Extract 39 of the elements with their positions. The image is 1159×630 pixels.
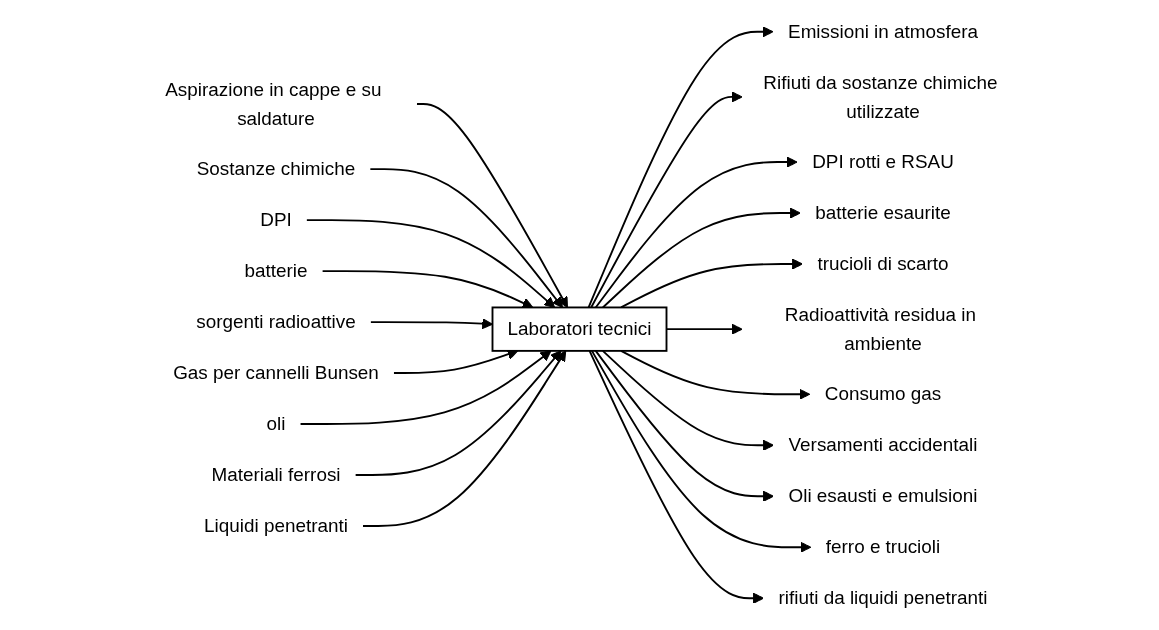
arrow (594, 156, 798, 309)
arrow (590, 91, 743, 309)
arrow (305, 219, 556, 308)
node-text: oli (266, 412, 286, 434)
arrow (369, 168, 564, 308)
node-text: batterie (244, 259, 308, 281)
node-text: Versamenti accidentali (788, 433, 978, 456)
arrow (590, 349, 812, 553)
node-text: Liquidi penetranti (204, 514, 348, 536)
arrow (601, 207, 801, 309)
arrow (321, 270, 534, 309)
arrow (299, 350, 552, 425)
arrow (620, 258, 803, 309)
node-text: Oli esausti e emulsioni (788, 484, 978, 507)
arrow (354, 350, 562, 476)
arrow (416, 103, 568, 308)
node-text: Radioattività residua in ambiente (784, 303, 976, 354)
arrow (587, 26, 774, 309)
node-text: Sostanze chimiche (196, 157, 356, 179)
node-text: trucioli di scarto (817, 252, 949, 274)
node-text: rifiuti da liquidi penetranti (778, 586, 988, 608)
node-text: sorgenti radioattive (196, 310, 356, 332)
node-text: Emissioni in atmosfera (788, 20, 978, 42)
node-box: Laboratori tecnici (491, 306, 668, 352)
node-text: Materiali ferrosi (211, 463, 341, 485)
node-text: Gas per cannelli Bunsen (173, 361, 379, 383)
node-text: Rifiuti da sostanze chimiche utilizzate (763, 71, 998, 121)
node-text: ferro e trucioli (825, 535, 941, 557)
arrow (362, 350, 567, 527)
node-text: Aspirazione in cappe e su saldature (165, 78, 382, 128)
node-text: Consumo gas (824, 382, 942, 405)
node-text: DPI rotti e RSAU (812, 150, 954, 172)
arrow (601, 349, 774, 451)
node-text: batterie esaurite (815, 201, 951, 223)
arrow (588, 349, 764, 604)
arrow (369, 318, 493, 330)
arrow (594, 349, 774, 502)
node-text: DPI (260, 208, 292, 230)
arrow (620, 349, 811, 400)
